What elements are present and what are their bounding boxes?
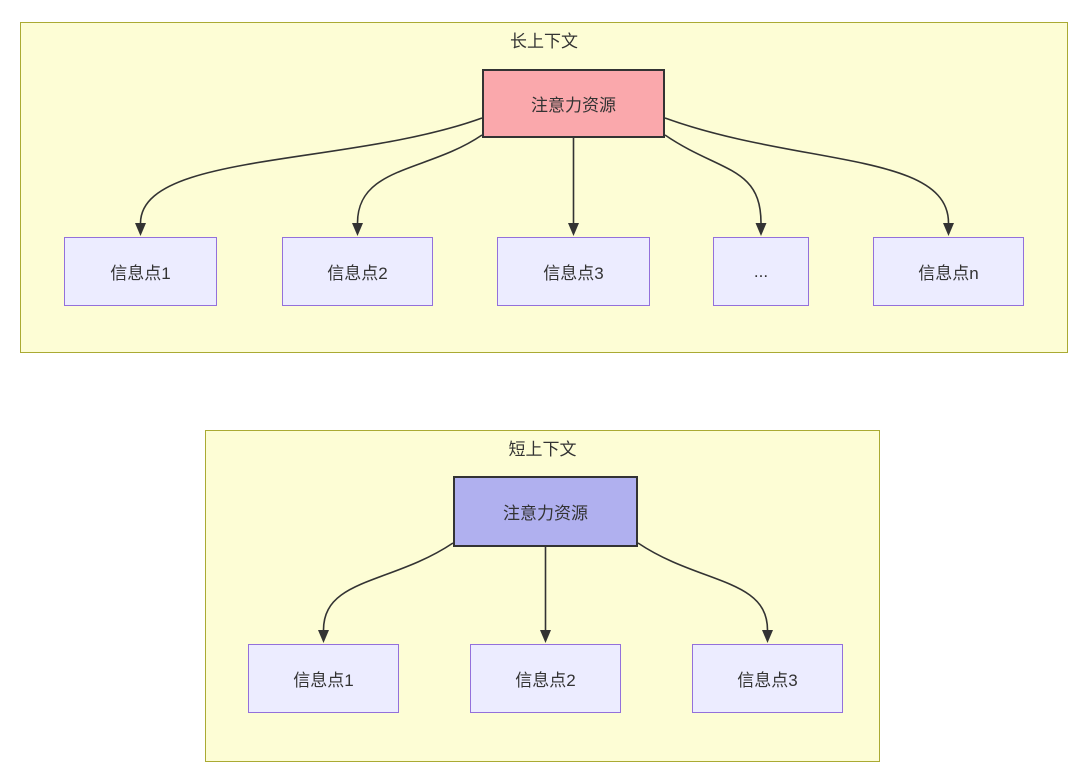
long-node-ellipsis-label: ... bbox=[753, 261, 769, 281]
short-node-info3: 信息点3 bbox=[692, 644, 843, 713]
long-node-info3-label: 信息点3 bbox=[543, 264, 604, 283]
long-node-info2: 信息点2 bbox=[282, 237, 433, 306]
attention-hub-short: 注意力资源 bbox=[453, 476, 638, 547]
long-context-title: 长上下文 bbox=[510, 32, 578, 51]
short-node-info3-label: 信息点3 bbox=[737, 671, 798, 690]
long-node-infon-label: 信息点n bbox=[918, 264, 979, 283]
long-node-info2-label: 信息点2 bbox=[327, 264, 388, 283]
long-node-info1: 信息点1 bbox=[64, 237, 217, 306]
attention-hub-short-label: 注意力资源 bbox=[503, 504, 588, 523]
short-node-info2: 信息点2 bbox=[470, 644, 621, 713]
short-node-info1: 信息点1 bbox=[248, 644, 399, 713]
short-node-info2-label: 信息点2 bbox=[515, 671, 576, 690]
attention-hub-long: 注意力资源 bbox=[482, 69, 665, 138]
long-node-info1-label: 信息点1 bbox=[110, 264, 171, 283]
long-node-infon: 信息点n bbox=[873, 237, 1024, 306]
long-node-info3: 信息点3 bbox=[497, 237, 650, 306]
long-node-ellipsis: ... bbox=[713, 237, 809, 306]
attention-hub-long-label: 注意力资源 bbox=[531, 96, 616, 115]
short-node-info1-label: 信息点1 bbox=[293, 671, 354, 690]
short-context-title: 短上下文 bbox=[508, 440, 577, 459]
